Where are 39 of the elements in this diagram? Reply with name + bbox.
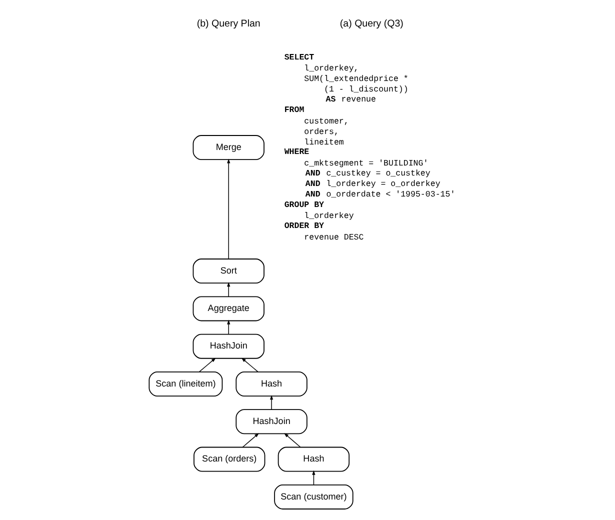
node-box: Sort — [192, 258, 264, 284]
arrow — [198, 357, 216, 372]
arrow — [312, 470, 316, 485]
label: AND c_custkey = o_custkey — [305, 168, 430, 178]
arrow — [270, 394, 274, 410]
node-box: Scan (customer) — [274, 484, 354, 509]
node-box: Aggregate — [192, 296, 264, 321]
label: AS revenue — [326, 94, 376, 104]
label: (1 - l_discount)) — [324, 85, 408, 94]
label: l_orderkey — [304, 212, 354, 221]
arrow — [242, 432, 259, 447]
label: orders, — [304, 127, 339, 136]
label: (b) Query Plan — [196, 18, 260, 30]
arrow — [227, 282, 230, 296]
label: revenue DESC — [304, 232, 364, 242]
node-box: HashJoin — [192, 333, 264, 358]
label: AND o_orderdate < '1995-03-15' — [305, 190, 456, 199]
node-box: Scan (orders) — [194, 446, 266, 472]
arrow — [284, 432, 301, 447]
label: lineitem — [304, 138, 344, 147]
node-box: Merge — [192, 134, 264, 160]
node-box: Scan (lineitem) — [148, 371, 223, 396]
label: SELECT — [284, 52, 314, 62]
node-box: Hash — [278, 446, 350, 472]
label: ORDER BY — [284, 221, 324, 230]
label: WHERE — [284, 148, 310, 157]
label: AND l_orderkey = o_orderkey — [305, 179, 440, 188]
label: SUM(l_extendedprice * — [304, 74, 408, 84]
arrow — [227, 319, 230, 334]
label: customer, — [304, 116, 349, 126]
label: GROUP BY — [284, 200, 324, 210]
label: FROM — [284, 106, 304, 115]
label: (a) Query (Q3) — [340, 18, 404, 30]
label: l_orderkey, — [304, 64, 359, 74]
arrow — [241, 357, 258, 372]
node-box: HashJoin — [236, 408, 308, 434]
node-box: Hash — [236, 371, 308, 396]
label: c_mktsegment = 'BUILDING' — [304, 158, 428, 168]
arrow — [227, 158, 230, 259]
